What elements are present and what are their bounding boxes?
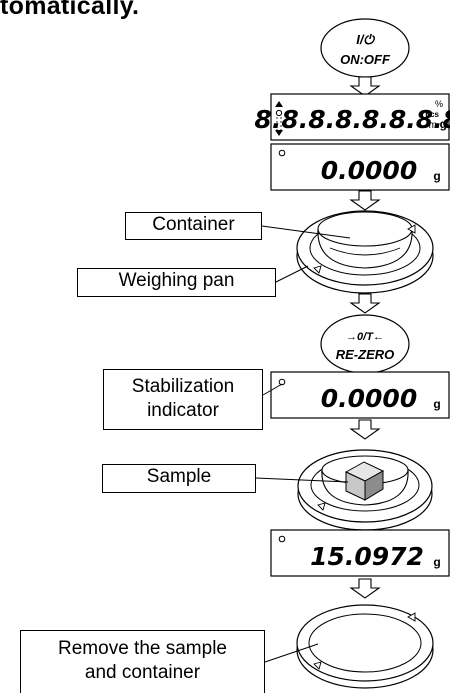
- leader-line: [255, 477, 349, 483]
- stability-mark-icon: [278, 535, 286, 543]
- stabilization-indicator-callout: Stabilization indicator: [103, 369, 263, 430]
- unit-percent: %: [435, 99, 443, 109]
- display-value: 0.0000: [321, 384, 417, 413]
- zero-tare-icon: →0/T←: [346, 331, 384, 343]
- unit-pcs: pcs: [425, 110, 439, 119]
- display-unit: g: [433, 555, 440, 569]
- weighing-pan-with-container: [296, 210, 434, 294]
- display-zero: 0.0000 g: [270, 143, 450, 191]
- display-unit: g: [433, 397, 440, 411]
- on-off-key-label: ON:OFF: [340, 52, 391, 67]
- leader-line: [262, 383, 283, 396]
- stability-mark-icon: [278, 149, 286, 157]
- re-zero-key-label: RE-ZERO: [336, 347, 395, 362]
- unit-g: g: [440, 117, 447, 131]
- remove-sample-callout: Remove the sample and container: [20, 630, 265, 693]
- weighing-pan-with-sample: [297, 449, 433, 531]
- unit-m: m: [429, 120, 437, 131]
- display-value: 8.8.8.8.8.8.8.8.: [254, 105, 450, 134]
- on-off-key[interactable]: I/⏻ ON:OFF: [320, 18, 410, 78]
- display-value: 0.0000: [321, 156, 417, 185]
- down-arrow-icon: [350, 578, 380, 599]
- display-reading: 15.0972 g: [270, 529, 450, 577]
- leader-line: [261, 225, 351, 239]
- leader-line: [275, 265, 309, 283]
- down-arrow-icon: [350, 190, 380, 211]
- stability-mark-icon: [278, 378, 286, 386]
- triangle-indicator-icon: [275, 130, 283, 136]
- re-zero-key[interactable]: →0/T← RE-ZERO: [320, 314, 410, 374]
- down-arrow-icon: [350, 293, 380, 314]
- down-arrow-icon: [350, 76, 380, 97]
- triangle-indicator-icon: [275, 101, 283, 107]
- weighing-pan-callout: Weighing pan: [77, 268, 276, 297]
- power-icon: I/⏻: [356, 32, 375, 47]
- display-stable-zero: 0.0000 g: [270, 371, 450, 419]
- down-arrow-icon: [350, 419, 380, 440]
- page-heading: tomatically.: [0, 0, 140, 20]
- container-callout: Container: [125, 212, 262, 240]
- display-all-segments: 8.8.8.8.8.8.8.8. % pcs m g: [254, 93, 450, 141]
- display-unit: g: [433, 169, 440, 183]
- display-value: 15.0972: [310, 542, 424, 571]
- leader-line: [264, 643, 319, 663]
- empty-weighing-pan: [296, 604, 434, 689]
- sample-callout: Sample: [102, 464, 256, 493]
- sample-cube: [344, 461, 385, 501]
